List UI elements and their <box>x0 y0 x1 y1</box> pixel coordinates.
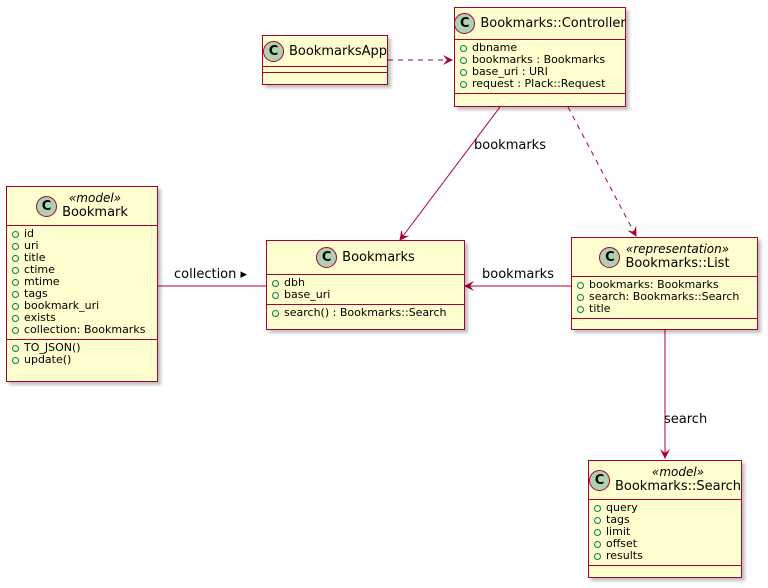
attribute-row: bookmarks: Bookmarks <box>577 279 752 291</box>
attribute-row: collection: Bookmarks <box>12 324 152 336</box>
method-row: update() <box>12 354 152 366</box>
attribute-row: uri <box>12 240 152 252</box>
attribute-row: limit <box>594 526 736 538</box>
class-stereotype: «representation» <box>625 242 730 256</box>
attribute-row: bookmark_uri <box>12 300 152 312</box>
class-badge-icon: C <box>262 40 284 62</box>
public-visibility-icon <box>460 56 467 64</box>
class-name: Bookmarks::Controller <box>480 16 626 31</box>
class-bookmarks-search: C «model» Bookmarks::Search query tags l… <box>588 460 742 578</box>
public-visibility-icon <box>12 344 19 352</box>
method-row: TO_JSON() <box>12 342 152 354</box>
public-visibility-icon <box>12 230 19 238</box>
class-bookmarks: C Bookmarks dbh base_uri search() : Book… <box>266 240 465 330</box>
attribute-row: ctime <box>12 264 152 276</box>
class-name: Bookmarks <box>342 250 415 265</box>
class-stereotype: «model» <box>68 191 122 205</box>
class-bookmark: C «model» Bookmark id uri title ctime mt… <box>6 186 158 382</box>
methods-section: search() : Bookmarks::Search <box>267 304 464 322</box>
class-bookmarksapp: C BookmarksApp <box>262 35 388 85</box>
public-visibility-icon <box>577 305 584 313</box>
methods-section: TO_JSON() update() <box>7 339 157 369</box>
methods-section <box>589 565 741 571</box>
edge-label-controller-bookmarks: bookmarks <box>474 138 546 153</box>
public-visibility-icon <box>12 314 19 322</box>
class-stereotype: «model» <box>651 465 705 479</box>
class-bookmarks-list: C «representation» Bookmarks::List bookm… <box>571 237 758 330</box>
public-visibility-icon <box>577 293 584 301</box>
edge-controller-bookmarks <box>399 106 501 241</box>
attribute-row: base_uri : URI <box>460 66 620 78</box>
class-name: BookmarksApp <box>288 43 388 59</box>
methods-section <box>572 318 757 324</box>
attributes-section: dbname bookmarks : Bookmarks base_uri : … <box>455 39 625 93</box>
public-visibility-icon <box>272 309 279 317</box>
attribute-row: mtime <box>12 276 152 288</box>
attribute-row: dbname <box>460 42 620 54</box>
edge-controller-list <box>567 106 637 237</box>
public-visibility-icon <box>594 528 601 536</box>
class-bookmarks-controller: C Bookmarks::Controller dbname bookmarks… <box>454 7 626 107</box>
public-visibility-icon <box>12 254 19 262</box>
attribute-row: bookmarks : Bookmarks <box>460 54 620 66</box>
attribute-row: offset <box>594 538 736 550</box>
attributes-section: bookmarks: Bookmarks search: Bookmarks::… <box>572 276 757 318</box>
public-visibility-icon <box>460 68 467 76</box>
attributes-section: dbh base_uri <box>267 274 464 304</box>
class-badge-icon: C <box>599 246 621 268</box>
method-row: search() : Bookmarks::Search <box>272 307 459 319</box>
attribute-row: base_uri <box>272 289 459 301</box>
public-visibility-icon <box>12 266 19 274</box>
attribute-row: results <box>594 550 736 562</box>
public-visibility-icon <box>12 242 19 250</box>
methods-section <box>263 72 387 79</box>
attributes-section: query tags limit offset results <box>589 499 741 565</box>
methods-section <box>455 93 625 99</box>
public-visibility-icon <box>272 291 279 299</box>
attribute-row: tags <box>12 288 152 300</box>
class-name: Bookmarks::List <box>625 256 730 271</box>
public-visibility-icon <box>594 516 601 524</box>
edge-label-list-bookmarks: bookmarks <box>482 267 554 282</box>
attribute-row: tags <box>594 514 736 526</box>
public-visibility-icon <box>577 281 584 289</box>
attribute-row: dbh <box>272 277 459 289</box>
public-visibility-icon <box>594 552 601 560</box>
class-name: Bookmarks::Search <box>614 479 742 494</box>
public-visibility-icon <box>594 540 601 548</box>
class-badge-icon: C <box>588 469 610 491</box>
attributes-section <box>263 66 387 72</box>
attributes-section: id uri title ctime mtime tags bookmark_u… <box>7 225 157 339</box>
public-visibility-icon <box>460 80 467 88</box>
class-badge-icon: C <box>316 247 338 268</box>
class-name: Bookmark <box>62 205 128 220</box>
public-visibility-icon <box>12 302 19 310</box>
public-visibility-icon <box>12 356 19 364</box>
attribute-row: query <box>594 502 736 514</box>
public-visibility-icon <box>12 278 19 286</box>
attribute-row: title <box>12 252 152 264</box>
class-badge-icon: C <box>454 13 476 34</box>
public-visibility-icon <box>460 44 467 52</box>
attribute-row: request : Plack::Request <box>460 78 620 90</box>
class-badge-icon: C <box>36 195 58 217</box>
attribute-row: search: Bookmarks::Search <box>577 291 752 303</box>
public-visibility-icon <box>594 504 601 512</box>
attribute-row: exists <box>12 312 152 324</box>
attribute-row: title <box>577 303 752 315</box>
attribute-row: id <box>12 228 152 240</box>
edge-label-collection: collection ▸ <box>174 267 248 282</box>
public-visibility-icon <box>12 290 19 298</box>
edge-label-search: search <box>664 412 708 427</box>
public-visibility-icon <box>12 326 19 334</box>
public-visibility-icon <box>272 279 279 287</box>
